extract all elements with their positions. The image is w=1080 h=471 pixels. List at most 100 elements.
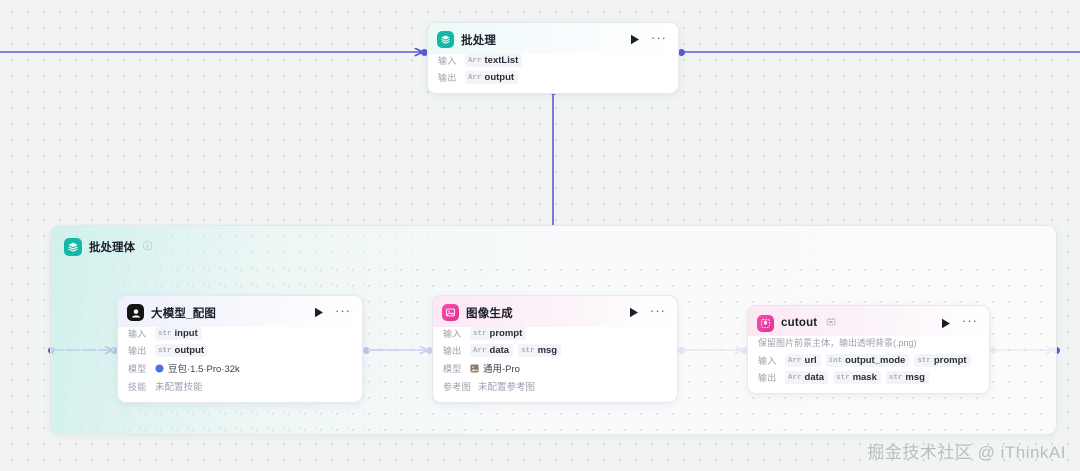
node-cutout[interactable]: cutout ··· 保留图片前景主体，输出透明背景(.png) 输入 Arr … <box>747 305 990 394</box>
port-chip[interactable]: Arr data <box>785 371 829 384</box>
node-cutout-description: 保留图片前景主体，输出透明背景(.png) <box>758 338 917 348</box>
row-label: 输出 <box>438 73 457 83</box>
more-button[interactable]: ··· <box>650 302 666 318</box>
port-chip[interactable]: str input <box>155 327 202 340</box>
port-batch-output[interactable] <box>678 48 685 56</box>
row-output: 输出 str output <box>128 344 352 357</box>
node-batch-header[interactable]: 批处理 ··· <box>428 23 678 54</box>
row-label: 输入 <box>128 329 147 339</box>
model-value-wrap[interactable]: 通用-Pro <box>470 361 520 375</box>
var-name: msg <box>537 345 558 356</box>
node-image-generate-body: 输入 str prompt 输出 Arr data str msg 模型 <box>433 327 677 402</box>
type-tag: Arr <box>788 373 802 382</box>
batch-body-header[interactable]: 批处理体 <box>51 226 1056 259</box>
row-label: 模型 <box>128 363 147 374</box>
row-label: 参考图 <box>443 381 471 392</box>
node-cutout-body: 输入 Arr url int output_mode str prompt 输出… <box>748 354 989 393</box>
reference-image-value: 未配置参考图 <box>478 382 536 393</box>
llm-avatar-icon <box>127 304 144 321</box>
var-name: output_mode <box>845 355 906 366</box>
node-image-generate[interactable]: 图像生成 ··· 输入 str prompt 输出 Arr data <box>432 295 678 403</box>
run-button[interactable] <box>312 306 326 320</box>
node-image-generate-title: 图像生成 <box>466 307 513 320</box>
row-output: 输出 Arr data str mask str msg <box>758 371 979 384</box>
node-llm[interactable]: 大模型_配图 ··· 输入 str input 输出 str output <box>117 295 363 403</box>
batch-stack-icon <box>64 238 82 256</box>
port-chip[interactable]: str output <box>155 344 209 357</box>
more-button[interactable]: ··· <box>651 29 667 45</box>
var-name: msg <box>905 372 925 383</box>
row-label: 模型 <box>443 363 462 374</box>
var-name: output <box>174 345 205 356</box>
type-tag: Arr <box>788 356 802 365</box>
row-input: 输入 str input <box>128 327 352 340</box>
type-tag: Arr <box>473 346 487 355</box>
model-value-wrap[interactable]: 豆包·1.5·Pro·32k <box>155 361 240 375</box>
var-name: mask <box>852 372 877 383</box>
var-name: data <box>804 372 825 383</box>
row-input: 输入 Arr url int output_mode str prompt <box>758 354 979 367</box>
doubao-icon <box>155 363 164 373</box>
node-batch[interactable]: 批处理 ··· 输入 Arr textList 输出 Arr output <box>427 22 679 94</box>
port-chip[interactable]: int output_mode <box>825 354 910 367</box>
type-tag: Arr <box>468 56 482 65</box>
port-chip[interactable]: str prompt <box>914 354 971 367</box>
node-image-generate-header[interactable]: 图像生成 ··· <box>433 296 677 327</box>
port-batch-input[interactable] <box>421 48 428 56</box>
more-button[interactable]: ··· <box>335 302 351 318</box>
var-name: input <box>174 328 198 339</box>
var-name: textList <box>484 55 519 66</box>
row-output: 输出 Arr output <box>438 71 668 84</box>
row-input: 输入 Arr textList <box>438 54 668 67</box>
model-name: 通用-Pro <box>483 364 520 375</box>
port-chip[interactable]: str prompt <box>470 327 527 340</box>
batch-body-title: 批处理体 <box>89 242 135 254</box>
var-name: output <box>484 72 515 83</box>
type-tag: str <box>158 329 172 338</box>
model-name: 豆包·1.5·Pro·32k <box>168 364 240 375</box>
run-button[interactable] <box>628 33 642 47</box>
port-chip[interactable]: str msg <box>518 344 562 357</box>
port-chip[interactable]: str msg <box>885 371 929 384</box>
watermark: 掘金技术社区 @ iThinkAI <box>867 443 1066 462</box>
row-skill: 技能 未配置技能 <box>128 379 352 394</box>
port-chip[interactable]: Arr url <box>785 354 821 367</box>
type-tag: str <box>158 346 172 355</box>
port-chip[interactable]: Arr textList <box>465 54 523 67</box>
type-tag: str <box>521 346 535 355</box>
row-label: 输出 <box>443 346 462 356</box>
port-chip[interactable]: Arr output <box>465 71 519 84</box>
info-circle-icon[interactable] <box>142 238 153 256</box>
type-tag: str <box>917 356 931 365</box>
var-name: prompt <box>933 355 967 366</box>
node-llm-header[interactable]: 大模型_配图 ··· <box>118 296 362 327</box>
type-tag: int <box>828 356 843 365</box>
node-cutout-header[interactable]: cutout ··· <box>748 306 989 336</box>
run-button[interactable] <box>627 306 641 320</box>
more-button[interactable]: ··· <box>962 313 978 328</box>
row-label: 输入 <box>758 356 777 366</box>
node-batch-title: 批处理 <box>461 34 497 47</box>
generic-model-icon <box>470 363 479 373</box>
row-model: 模型 通用-Pro <box>443 361 667 376</box>
type-tag: str <box>888 373 903 382</box>
node-cutout-title: cutout <box>781 317 818 329</box>
row-label: 输入 <box>438 56 457 66</box>
plugin-puzzle-icon <box>826 314 836 332</box>
port-chip[interactable]: str mask <box>833 371 881 384</box>
var-name: data <box>489 345 510 356</box>
type-tag: str <box>473 329 487 338</box>
node-llm-body: 输入 str input 输出 str output 模型 <box>118 327 362 402</box>
run-button[interactable] <box>939 316 953 330</box>
type-tag: Arr <box>468 73 482 82</box>
cutout-plugin-icon <box>757 314 774 332</box>
var-name: url <box>804 355 817 366</box>
port-chip[interactable]: Arr data <box>470 344 514 357</box>
batch-stack-icon <box>437 31 454 48</box>
type-tag: str <box>836 373 850 382</box>
skill-value: 未配置技能 <box>155 382 203 393</box>
var-name: prompt <box>489 328 523 339</box>
node-llm-title: 大模型_配图 <box>151 307 217 320</box>
row-label: 输入 <box>443 329 462 339</box>
